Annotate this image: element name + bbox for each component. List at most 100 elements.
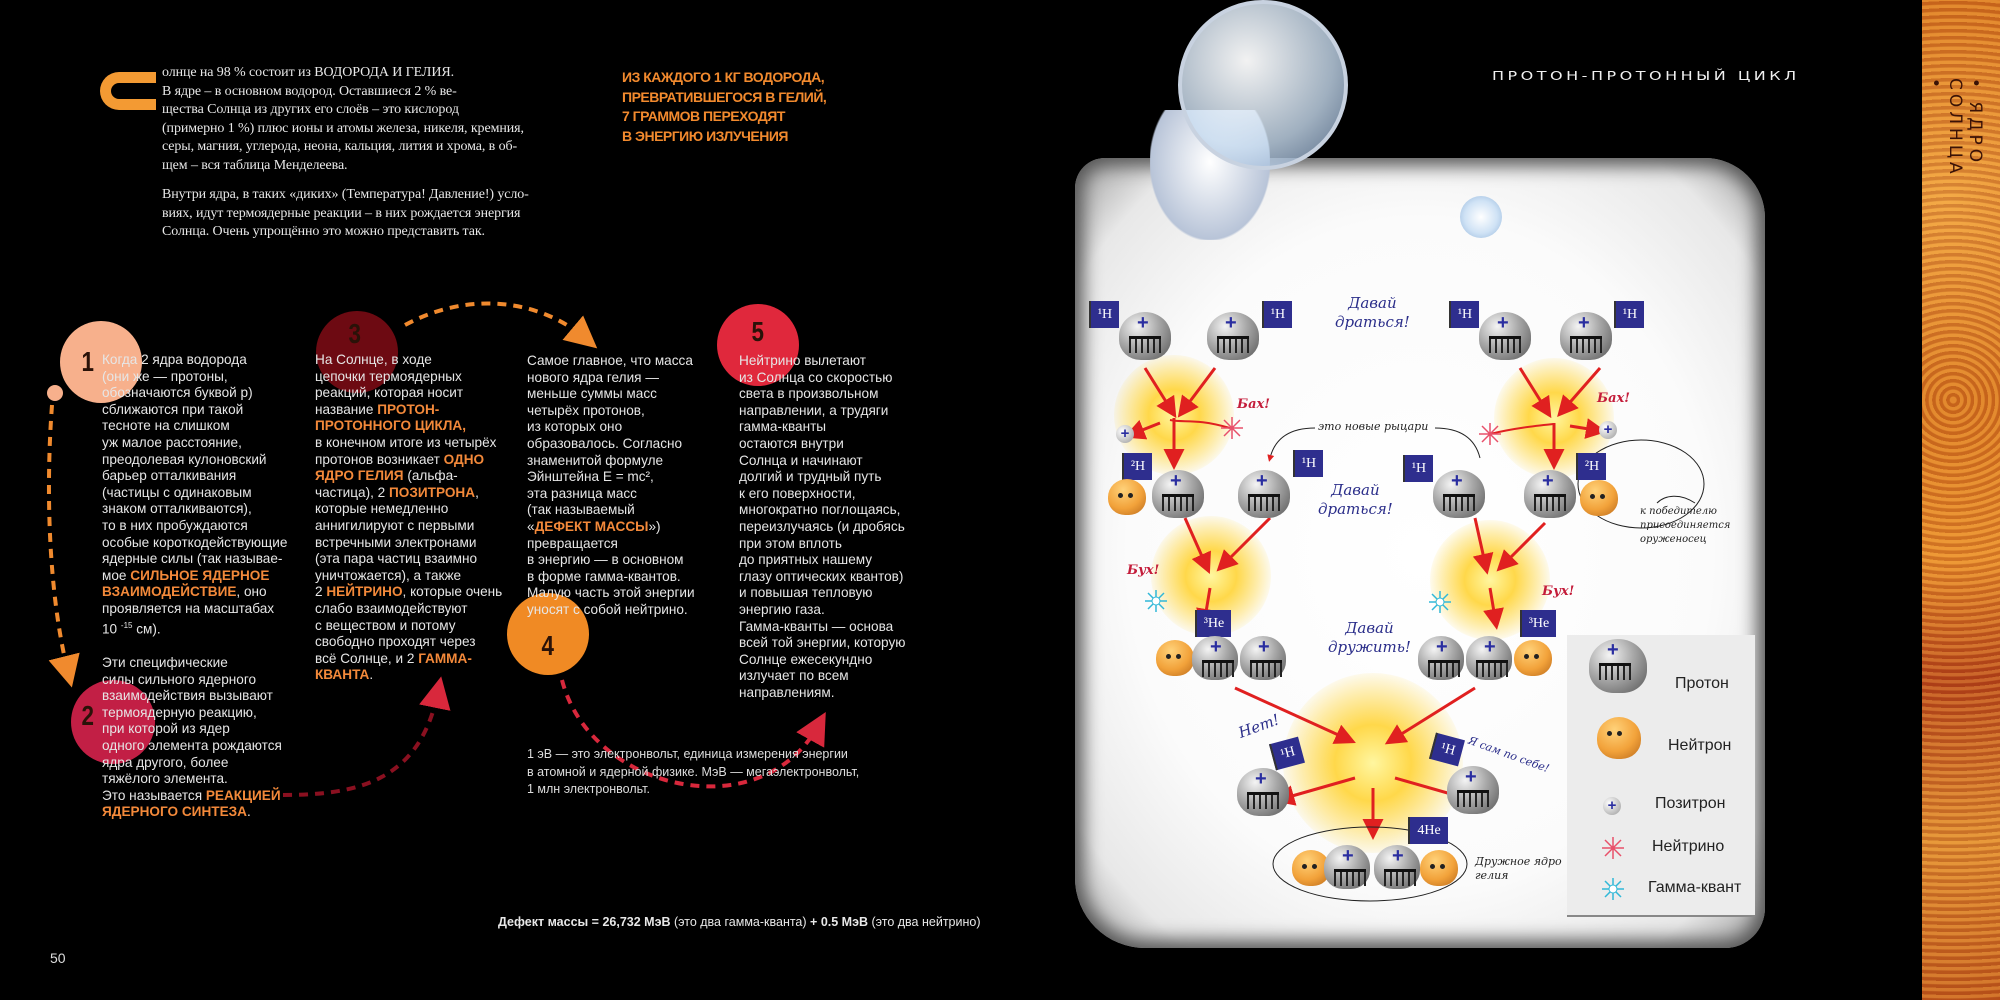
highlight-term: СИЛЬНОЕ ЯДЕРНОЕ ВЗАИМОДЕЙСТВИЕ: [102, 567, 270, 600]
flag-hydrogen-1: ¹H: [1403, 455, 1433, 482]
text-run: Когда 2 ядра водорода (они же — протоны,…: [102, 352, 288, 583]
proton-knight: [1466, 636, 1512, 680]
sun-texture-strip: [1922, 0, 2000, 1000]
step-4-number: 4: [541, 630, 555, 661]
step-5-number: 5: [751, 316, 765, 347]
neutron-squire: [1580, 480, 1618, 516]
gamma-legend-icon: [1602, 878, 1624, 900]
neutron-squire: [1420, 850, 1458, 886]
highlight-term: ДЕФЕКТ МАССЫ: [534, 518, 649, 534]
legend-neutron: Нейтрон: [1668, 737, 1732, 754]
proton-knight: [1433, 470, 1485, 518]
step-1-circle: [60, 321, 142, 403]
neutron-squire: [1514, 640, 1552, 676]
proton-knight: [1237, 768, 1289, 816]
proton-knight: [1192, 636, 1238, 680]
proton-knight: [1447, 766, 1499, 814]
legend-neutrino: Нейтрино: [1652, 838, 1725, 855]
pull-quote: ИЗ КАЖДОГО 1 КГ ВОДОРОДА, ПРЕВРАТИВШЕГОС…: [622, 69, 827, 144]
formula-neutrino-value: 0.5 МэВ: [820, 915, 869, 929]
text-run: ») превращается в энергию — в основном в…: [527, 518, 695, 617]
flag-helium-3: ³He: [1520, 610, 1556, 637]
highlight-term: НЕЙТРИНО: [326, 584, 403, 600]
highlight-term: ПОЗИТРОНА: [389, 484, 476, 500]
bang-label: Бах!: [1237, 397, 1270, 412]
step-4-circle: [507, 593, 589, 675]
text-run: в конечном итоге из четырёх протонов воз…: [315, 434, 497, 467]
step-4-text: Самое главное, что масса нового ядра гел…: [527, 353, 695, 619]
formula-label: Дефект массы =: [498, 915, 603, 929]
step-2-circle: [71, 680, 155, 764]
neutron-squire: [1108, 479, 1146, 515]
legend-gamma: Гамма-квант: [1648, 879, 1742, 896]
positron-legend-icon: [1603, 797, 1621, 815]
arrow-4-to-5: [560, 679, 826, 789]
speech-lets-fight: Давай драться!: [1318, 481, 1393, 518]
legend-positron: Позитрон: [1655, 795, 1726, 812]
arrow-2-to-3: [282, 676, 451, 797]
section-title-vertical: • ЯДРО СОЛНЦА •: [1925, 78, 1985, 178]
proton-knight: [1324, 845, 1370, 889]
proton-knight: [1560, 312, 1612, 360]
neutrino-legend-icon: [1602, 837, 1624, 859]
neutron-squire: [1156, 640, 1194, 676]
highlight-term: РЕАКЦИЕЙ ЯДЕРНОГО СИНТЕЗА: [102, 787, 281, 820]
gamma-quantum-icon: [1145, 590, 1167, 612]
new-knights-note: это новые рыцари: [1318, 420, 1429, 433]
flag-hydrogen-1: ¹H: [1293, 450, 1323, 477]
positron-icon: [1116, 425, 1134, 443]
helium-core-note: Дружное ядро гелия: [1475, 855, 1562, 882]
proton-knight: [1374, 845, 1420, 889]
superscript: -15: [120, 620, 133, 630]
proton-knight: [1479, 312, 1531, 360]
text-run: Самое главное, что масса нового ядра гел…: [527, 353, 693, 534]
legend-proton: Протон: [1675, 675, 1729, 692]
step-5-text: Нейтрино вылетают из Солнца со скоростью…: [739, 353, 905, 701]
formula-neutrino-note: (это два нейтрино): [868, 915, 981, 929]
highlight-term: ГАММА- КВАНТА: [315, 650, 472, 683]
page-number: 50: [50, 950, 66, 966]
neutrino-icon: [1221, 417, 1243, 439]
flag-hydrogen-1: ¹H: [1449, 301, 1479, 328]
text-run: На Солнце, в ходе цепочки термоядерных р…: [315, 352, 464, 417]
arrow-3-to-4: [404, 301, 598, 349]
proton-knight: [1418, 636, 1464, 680]
flag-helium-3: ³He: [1195, 610, 1231, 637]
legend: Протон Нейтрон Позитрон Нейтрино Гамма-к…: [1567, 635, 1755, 917]
squire-note: к победителю присоединяется оруженосец: [1640, 506, 1731, 545]
intro-paragraph-1: олнце на 98 % состоит из ВОДОРОДА И ГЕЛИ…: [162, 65, 524, 173]
highlight-term: ОДНО ЯДРО ГЕЛИЯ: [315, 451, 485, 484]
text-run: см).: [132, 621, 161, 637]
text-run: (альфа- частица), 2: [315, 468, 458, 500]
formula-gamma-note: (это два гамма-кванта): [670, 915, 811, 929]
flag-deuterium: ²H: [1576, 453, 1606, 480]
bang-label: Бах!: [1597, 391, 1630, 406]
neutron-legend-icon: [1597, 717, 1641, 759]
intro-paragraph-2: Внутри ядра, в таких «диких» (Температур…: [162, 187, 529, 240]
step-3-circle: [316, 311, 398, 393]
formula-plus: +: [810, 915, 821, 929]
proton-knight: [1207, 312, 1259, 360]
step-5-circle: [717, 304, 799, 386]
text-run: , которые очень слабо взаимодействуют с …: [315, 584, 503, 666]
formula-gamma-value: 26,732 МэВ: [602, 915, 671, 929]
space-helmet-illustration: [1178, 0, 1348, 170]
arrow-1-to-2: [46, 404, 80, 688]
boom-label: Бух!: [1542, 584, 1575, 599]
speech-lets-be-friends: Давай дружить!: [1328, 619, 1411, 656]
text-run: .: [369, 667, 374, 683]
proton-knight: [1238, 470, 1290, 518]
text-run: .: [246, 804, 251, 820]
proton-knight: [1240, 636, 1286, 680]
flag-hydrogen-1: ¹H: [1262, 301, 1292, 328]
positron-icon: [1599, 421, 1617, 439]
mass-defect-formula: Дефект массы = 26,732 МэВ (это два гамма…: [498, 915, 981, 929]
step-3-text: На Солнце, в ходе цепочки термоядерных р…: [315, 352, 502, 684]
boom-label: Бух!: [1127, 563, 1160, 578]
start-dot: [47, 385, 63, 401]
step-1-text: Когда 2 ядра водорода (они же — протоны,…: [102, 352, 287, 638]
flag-hydrogen-1: ¹H: [1614, 301, 1644, 328]
text-run: Эти специфические силы сильного ядерного…: [102, 655, 282, 803]
footnote-ev: 1 эВ — это электронвольт, единица измере…: [527, 747, 860, 796]
text-run: , оно проявляется на масштабах 10: [102, 584, 275, 637]
